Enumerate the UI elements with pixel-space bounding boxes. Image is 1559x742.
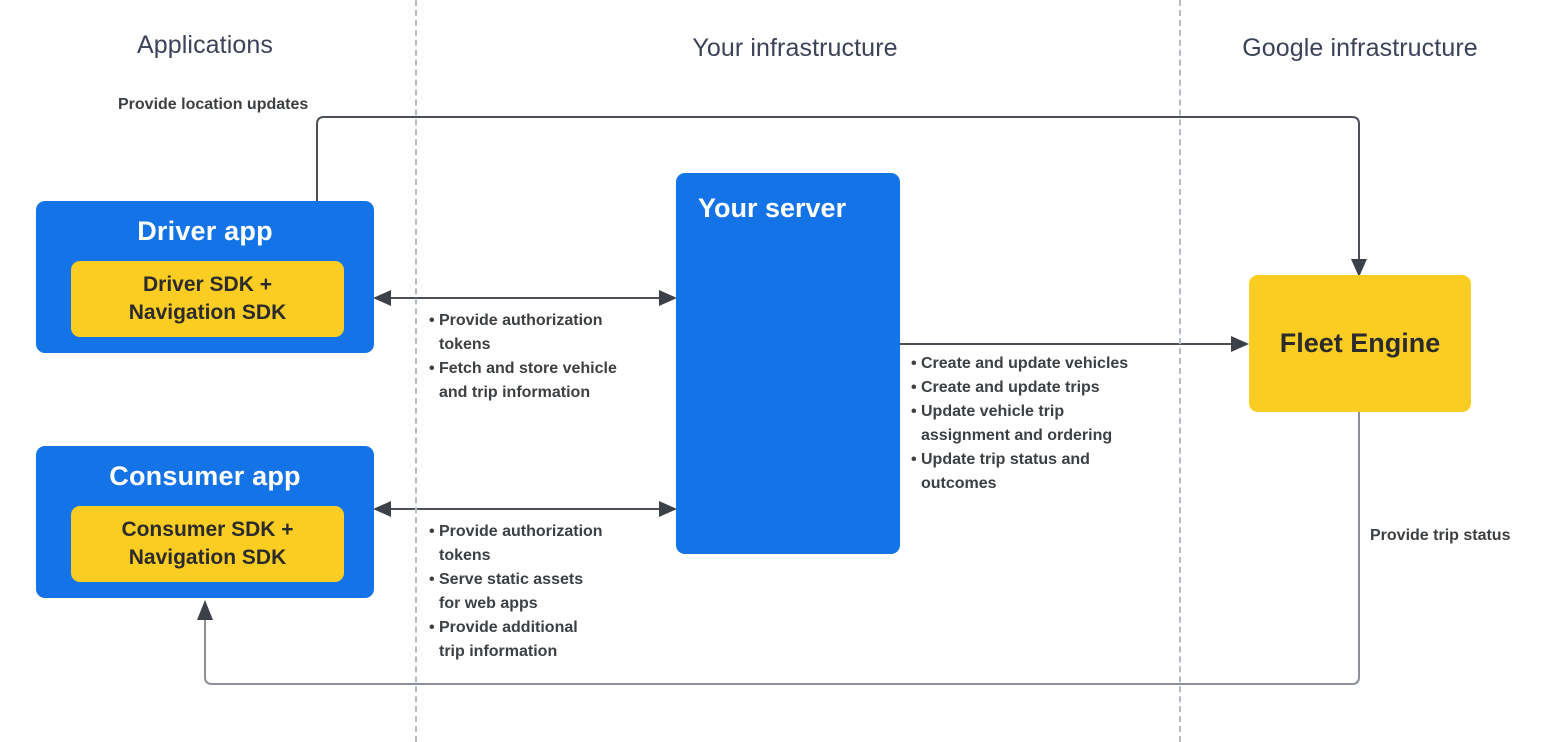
- bullet-glyph: •: [429, 360, 435, 377]
- node-consumer-sdk[interactable]: Consumer SDK + Navigation SDK: [71, 506, 344, 582]
- divider-applications-infrastructure: [415, 0, 417, 742]
- edge-bullets-server-engine: • Create and update vehicles • Create an…: [911, 352, 1161, 496]
- bullet-item: • Fetch and store vehicle and trip infor…: [429, 357, 664, 405]
- edge-bullets-driver-server: • Provide authorization tokens • Fetch a…: [429, 309, 664, 405]
- driver-sdk-label: Driver SDK + Navigation SDK: [128, 272, 287, 324]
- bullet-text: Create and update trips: [921, 379, 1100, 396]
- edge-bullets-consumer-server: • Provide authorization tokens • Serve s…: [429, 520, 664, 664]
- consumer-app-title: Consumer app: [109, 461, 301, 491]
- bullet-item: • Provide authorization tokens: [429, 520, 664, 568]
- bullet-text: Fetch and store vehicle and trip informa…: [439, 360, 617, 401]
- bullet-glyph: •: [429, 619, 435, 636]
- bullet-glyph: •: [429, 571, 435, 588]
- arrowhead-consumer-left: [373, 501, 391, 517]
- arrowhead-driver-right: [659, 290, 677, 306]
- bullet-text: Provide additional trip information: [439, 619, 578, 660]
- arrowhead-driver-left: [373, 290, 391, 306]
- node-fleet-engine[interactable]: Fleet Engine: [1249, 275, 1471, 412]
- column-header-applications: Applications: [136, 31, 273, 59]
- bullet-text: Provide authorization tokens: [439, 312, 603, 353]
- arrowhead-consumer-right: [659, 501, 677, 517]
- column-header-google-infrastructure: Google infrastructure: [1242, 34, 1478, 62]
- bullet-item: • Provide additional trip information: [429, 616, 664, 664]
- bullet-glyph: •: [911, 379, 917, 396]
- bullet-text: Serve static assets for web apps: [439, 571, 584, 612]
- node-driver-sdk[interactable]: Driver SDK + Navigation SDK: [71, 261, 344, 337]
- bullet-item: • Create and update trips: [911, 376, 1161, 400]
- bullet-text: Update trip status and outcomes: [921, 451, 1090, 492]
- bullet-glyph: •: [911, 355, 917, 372]
- bullet-item: • Update vehicle trip assignment and ord…: [911, 400, 1161, 448]
- divider-infrastructure-google: [1179, 0, 1181, 742]
- your-server-title: Your server: [698, 193, 847, 223]
- bullet-item: • Serve static assets for web apps: [429, 568, 664, 616]
- edge-label-provide-trip-status: Provide trip status: [1370, 527, 1511, 544]
- arrowhead-trip-status: [197, 600, 213, 620]
- bullet-glyph: •: [429, 523, 435, 540]
- arrowhead-server-engine: [1231, 336, 1249, 352]
- driver-app-title: Driver app: [137, 216, 273, 246]
- bullet-glyph: •: [911, 403, 917, 420]
- bullet-item: • Update trip status and outcomes: [911, 448, 1161, 496]
- node-driver-app[interactable]: Driver app Driver SDK + Navigation SDK: [36, 201, 374, 353]
- node-your-server[interactable]: Your server: [676, 173, 900, 554]
- edge-label-provide-location-updates: Provide location updates: [118, 96, 309, 113]
- bullet-text: Create and update vehicles: [921, 355, 1129, 372]
- node-consumer-app[interactable]: Consumer app Consumer SDK + Navigation S…: [36, 446, 374, 598]
- bullet-item: • Provide authorization tokens: [429, 309, 664, 357]
- bullet-text: Provide authorization tokens: [439, 523, 603, 564]
- bullet-glyph: •: [911, 451, 917, 468]
- bullet-text: Update vehicle trip assignment and order…: [921, 403, 1113, 444]
- fleet-engine-label: Fleet Engine: [1279, 328, 1441, 358]
- bullet-item: • Create and update vehicles: [911, 352, 1161, 376]
- consumer-sdk-label: Consumer SDK + Navigation SDK: [121, 517, 294, 569]
- column-header-your-infrastructure: Your infrastructure: [692, 34, 898, 62]
- bullet-glyph: •: [429, 312, 435, 329]
